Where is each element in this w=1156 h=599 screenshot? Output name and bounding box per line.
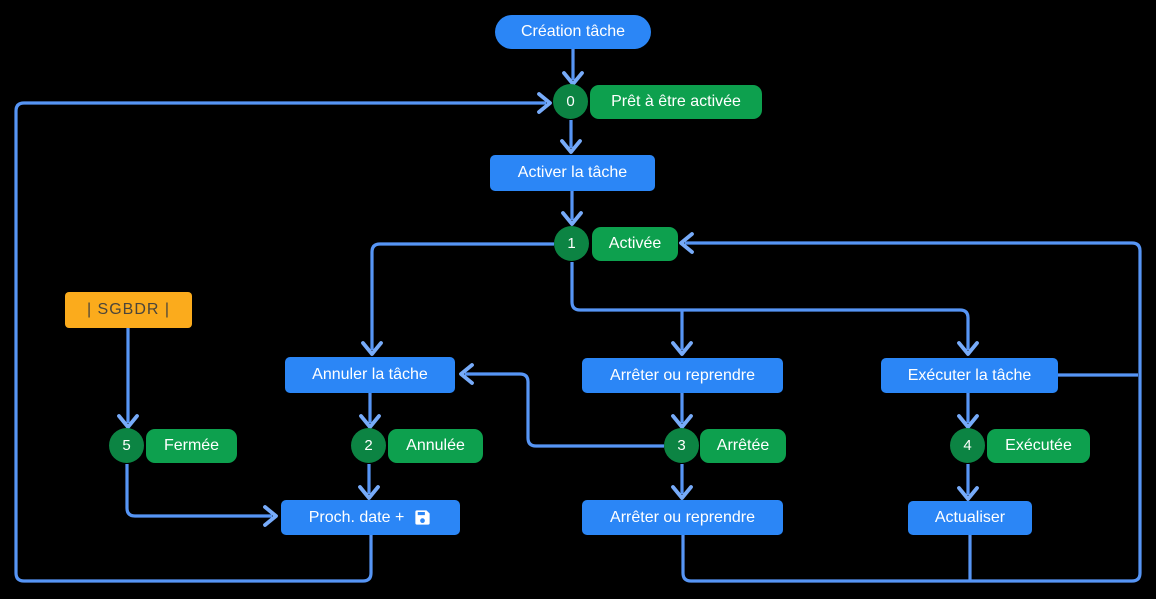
node-annuler-la-tache: Annuler la tâche: [285, 357, 455, 393]
node-actualiser: Actualiser: [908, 501, 1032, 535]
proch-date-label: Proch. date +: [308, 508, 405, 526]
node-sgbdr: | SGBDR |: [65, 292, 192, 328]
edge-rightloop-to-state1: [681, 241, 1142, 583]
save-icon: [413, 508, 432, 527]
state-label-arretee: Arrêtée: [700, 429, 786, 463]
arrowhead-down-icon: [957, 414, 979, 429]
state-circle-5: 5: [109, 428, 144, 463]
arrowhead-down-icon: [671, 485, 693, 500]
arrowhead-right-icon: [537, 92, 552, 114]
edge-state1-branch: [570, 262, 970, 350]
node-executer-la-tache: Exécuter la tâche: [881, 358, 1058, 393]
node-creation-tache: Création tâche: [495, 15, 651, 49]
node-arreter-ou-reprendre-haut: Arrêter ou reprendre: [582, 358, 783, 393]
state-circle-1: 1: [554, 226, 589, 261]
state-circle-4: 4: [950, 428, 985, 463]
arrowhead-down-icon: [671, 341, 693, 356]
edge-state5-to-prochdate: [125, 464, 272, 518]
edge-state1-to-annuler: [370, 242, 554, 350]
edge-state3-to-annuler: [465, 372, 664, 448]
arrowhead-down-icon: [359, 414, 381, 429]
state-circle-3: 3: [664, 428, 699, 463]
arrowhead-down-icon: [671, 414, 693, 429]
arrowhead-down-icon: [561, 211, 583, 226]
arrowhead-down-icon: [957, 486, 979, 501]
state-label-fermee: Fermée: [146, 429, 237, 463]
arrowhead-down-icon: [957, 341, 979, 356]
node-activer-la-tache: Activer la tâche: [490, 155, 655, 191]
arrowhead-down-icon: [117, 414, 139, 429]
state-label-pret-a-etre-activee: Prêt à être activée: [590, 85, 762, 119]
arrowhead-down-icon: [361, 341, 383, 356]
edge-prochdate-to-state0: [14, 101, 546, 583]
state-circle-2: 2: [351, 428, 386, 463]
arrowhead-left-icon: [679, 232, 694, 254]
arrowhead-left-icon: [459, 363, 474, 385]
state-label-annulee: Annulée: [388, 429, 483, 463]
arrowhead-down-icon: [358, 485, 380, 500]
state-label-executee: Exécutée: [987, 429, 1090, 463]
node-proch-date: Proch. date +: [281, 500, 460, 535]
state-label-activee: Activée: [592, 227, 678, 261]
arrowhead-right-icon: [263, 505, 278, 527]
arrowhead-down-icon: [560, 139, 582, 154]
state-circle-0: 0: [553, 84, 588, 119]
node-arreter-ou-reprendre-bas: Arrêter ou reprendre: [582, 500, 783, 535]
